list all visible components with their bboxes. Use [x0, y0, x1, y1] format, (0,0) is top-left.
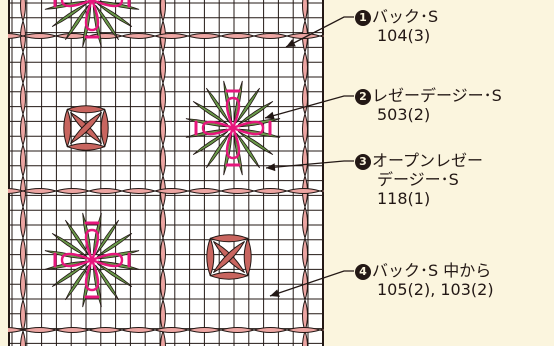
back-stitch-pink: [188, 328, 221, 333]
back-stitch-pink: [21, 269, 26, 300]
back-stitch-pink: [303, 238, 308, 269]
back-stitch-pink: [188, 34, 221, 39]
back-stitch-pink: [254, 328, 287, 333]
label-1-name: バック･S: [372, 7, 438, 26]
back-stitch-pink: [320, 34, 353, 39]
back-stitch-pink: [21, 83, 26, 114]
back-stitch-pink: [161, 300, 166, 331]
back-stitch-pink: [320, 189, 353, 194]
label-4-code: 105(2), 103(2): [355, 280, 494, 299]
back-stitch-pink: [161, 83, 166, 114]
back-stitch-pink: [89, 328, 122, 333]
back-stitch-pink: [303, 52, 308, 83]
back-stitch-pink: [155, 34, 188, 39]
back-stitch-pink: [221, 189, 254, 194]
back-stitch-pink: [161, 207, 166, 238]
label-3-name-line-2: デージー･S: [355, 170, 483, 189]
back-stitch-pink: [320, 328, 353, 333]
number-badge-1: 1: [355, 10, 371, 26]
back-stitch-pink: [303, 207, 308, 238]
back-stitch-pink: [23, 189, 56, 194]
back-stitch-pink: [287, 328, 320, 333]
back-stitch-pink: [21, 52, 26, 83]
back-stitch-pink: [21, 300, 26, 331]
label-1-code: 104(3): [355, 26, 438, 45]
back-stitch-pink: [303, 83, 308, 114]
back-stitch-pink: [161, 52, 166, 83]
back-stitch-pink: [188, 189, 221, 194]
back-stitch-pink: [23, 34, 56, 39]
back-stitch-pink: [89, 189, 122, 194]
back-stitch-pink: [287, 189, 320, 194]
back-stitch-pink: [161, 114, 166, 145]
back-stitch-pink: [221, 34, 254, 39]
label-2-code: 503(2): [355, 105, 502, 124]
back-stitch-pink: [21, 145, 26, 176]
back-stitch-pink: [56, 328, 89, 333]
back-stitch-pink: [303, 145, 308, 176]
label-3-name-line-1: オープンレゼー: [372, 151, 483, 170]
back-stitch-pink: [161, 238, 166, 269]
back-stitch-pink: [221, 328, 254, 333]
number-badge-4: 4: [355, 264, 371, 280]
back-stitch-pink: [155, 328, 188, 333]
back-stitch-pink: [23, 328, 56, 333]
back-stitch-pink: [21, 207, 26, 238]
back-stitch-pink: [303, 114, 308, 145]
back-stitch-pink: [21, 238, 26, 269]
back-stitch-pink: [161, 269, 166, 300]
back-stitch-pink: [303, 300, 308, 331]
label-3-code: 118(1): [355, 189, 483, 208]
label-4-name: バック･S 中から: [372, 261, 491, 280]
back-stitch-pink: [56, 189, 89, 194]
back-stitch-pink: [122, 189, 155, 194]
back-stitch-pink: [122, 328, 155, 333]
back-stitch-pink: [155, 189, 188, 194]
back-stitch-pink: [254, 34, 287, 39]
label-2-name: レゼーデージー･S: [372, 86, 502, 105]
back-stitch-pink: [254, 189, 287, 194]
number-badge-2: 2: [355, 89, 371, 105]
number-badge-3: 3: [355, 154, 371, 170]
back-stitch-pink: [122, 34, 155, 39]
back-stitch-pink: [21, 114, 26, 145]
back-stitch-pink: [161, 145, 166, 176]
